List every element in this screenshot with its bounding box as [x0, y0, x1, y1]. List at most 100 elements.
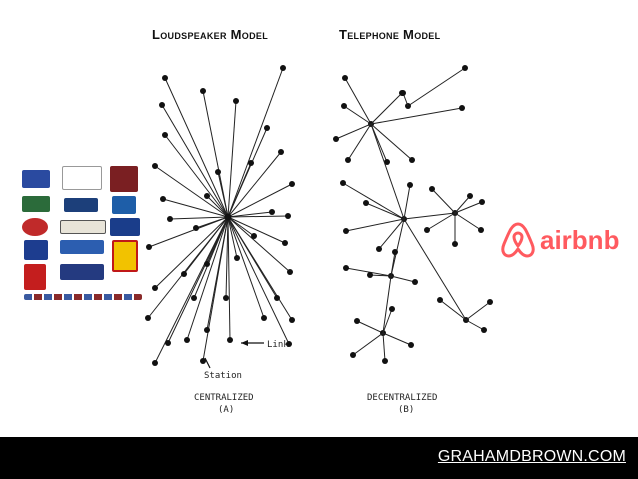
link-line — [227, 151, 282, 218]
station-node — [193, 225, 199, 231]
station-node — [467, 193, 473, 199]
station-node — [354, 318, 360, 324]
link-line — [382, 332, 386, 362]
link-line — [154, 165, 229, 218]
link-line — [227, 216, 231, 341]
station-node — [227, 337, 233, 343]
station-node — [200, 358, 206, 364]
station-node — [200, 88, 206, 94]
station-node — [452, 241, 458, 247]
link-line — [161, 104, 229, 218]
link-line — [227, 183, 293, 218]
link-line — [186, 216, 229, 341]
link-line — [370, 123, 413, 161]
station-node — [152, 360, 158, 366]
link-line — [370, 107, 463, 125]
footer-bar: GRAHAMDBROWN.COM — [0, 437, 638, 479]
centralized-network — [145, 65, 295, 366]
station-node — [251, 233, 257, 239]
link-line — [403, 218, 467, 321]
logo-icon — [22, 170, 50, 188]
station-node — [269, 209, 275, 215]
link-line — [227, 216, 290, 345]
station-node — [152, 163, 158, 169]
station-node — [204, 193, 210, 199]
station-node — [248, 160, 254, 166]
station-node — [167, 216, 173, 222]
link-label: Link — [267, 340, 289, 350]
link-line — [227, 162, 252, 218]
station-node — [146, 244, 152, 250]
howard-johnson-logo — [60, 264, 104, 280]
station-node — [181, 271, 187, 277]
station-node — [184, 337, 190, 343]
link-line — [193, 216, 229, 299]
station-node — [409, 157, 415, 163]
station-node — [234, 255, 240, 261]
decentralized-network — [333, 65, 493, 364]
station-node — [481, 327, 487, 333]
choice-hotels-strip — [24, 294, 142, 300]
station-node — [159, 102, 165, 108]
link-line — [454, 212, 482, 231]
station-node — [392, 249, 398, 255]
link-line — [365, 202, 405, 220]
station-node — [286, 341, 292, 347]
link-line — [164, 134, 229, 218]
link-line — [164, 77, 229, 218]
hotel-logos-collage — [20, 160, 145, 310]
station-node — [264, 125, 270, 131]
station-node — [429, 186, 435, 192]
website-link[interactable]: GRAHAMDBROWN.COM — [437, 448, 626, 465]
station-node — [462, 65, 468, 71]
motel-6-logo — [24, 264, 46, 290]
station-label: Station — [204, 371, 242, 381]
station-node — [162, 132, 168, 138]
station-node — [487, 299, 493, 305]
link-line — [217, 171, 229, 218]
station-node — [287, 269, 293, 275]
link-line — [345, 267, 392, 277]
link-line — [370, 123, 405, 220]
link-line — [407, 67, 466, 107]
loudspeaker-model-title: Loudspeaker Model — [152, 27, 268, 42]
hawthorn-logo — [60, 220, 106, 234]
station-node — [412, 279, 418, 285]
station-node — [424, 227, 430, 233]
logo-icon — [110, 218, 140, 236]
link-line — [227, 216, 291, 273]
link-line — [147, 216, 229, 319]
station-node — [459, 105, 465, 111]
link-line — [454, 195, 471, 214]
link-line — [227, 67, 284, 218]
link-line — [162, 198, 229, 218]
link-line — [439, 299, 467, 321]
station-node — [165, 340, 171, 346]
link-line — [352, 332, 384, 356]
link-line — [356, 320, 384, 334]
link-line — [390, 251, 396, 277]
link-line — [465, 301, 491, 321]
station-node — [340, 180, 346, 186]
station-node — [282, 240, 288, 246]
link-line — [148, 216, 229, 248]
station-node — [152, 285, 158, 291]
station-node — [280, 65, 286, 71]
centralized-caption: CENTRALIZED — [194, 393, 254, 403]
link-line — [382, 308, 393, 334]
station-node — [384, 159, 390, 165]
link-line — [382, 332, 412, 346]
station-node — [285, 213, 291, 219]
telephone-model-title: Telephone Model — [339, 27, 441, 42]
station-node — [345, 157, 351, 163]
station-node — [145, 315, 151, 321]
link-line — [403, 184, 411, 220]
airbnb-belo-icon — [501, 222, 535, 258]
hilton-logo — [24, 240, 48, 260]
station-node — [289, 181, 295, 187]
super-8-logo — [112, 240, 138, 272]
station-node — [407, 182, 413, 188]
link-line — [154, 216, 229, 289]
station-pointer — [204, 357, 211, 369]
station-node — [382, 358, 388, 364]
